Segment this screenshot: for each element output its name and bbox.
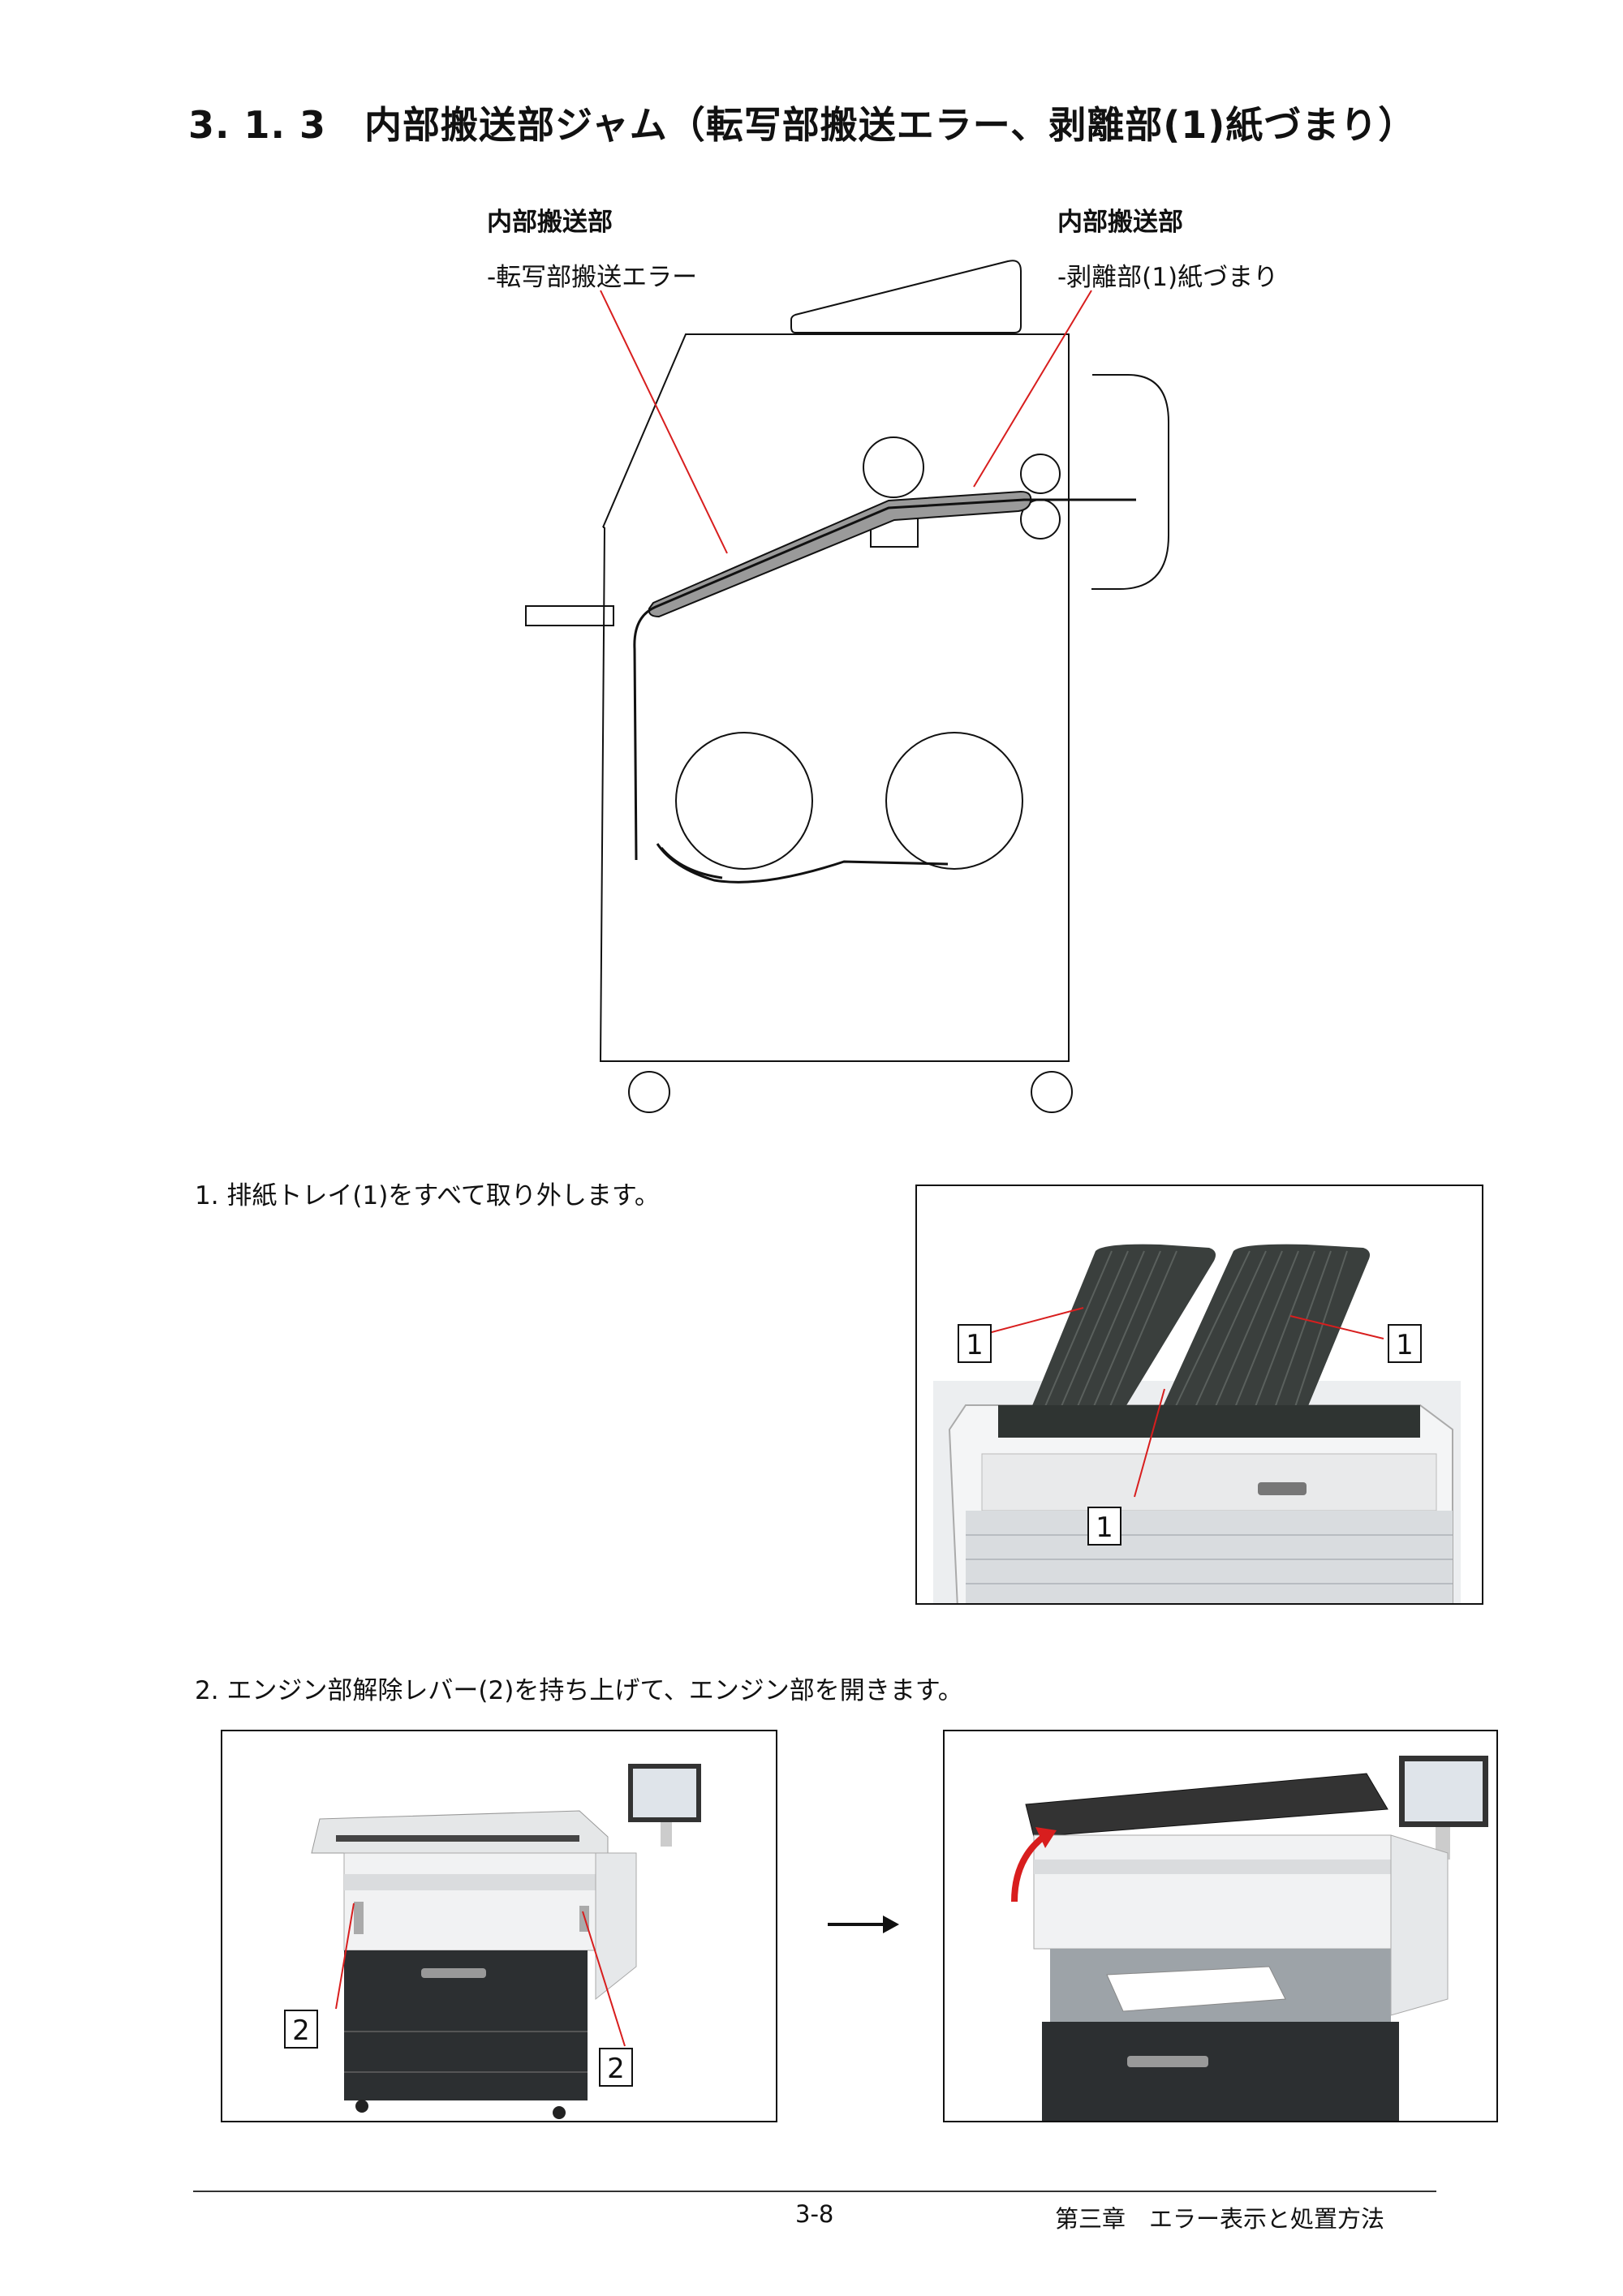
chapter-title: 第三章 エラー表示と処置方法 bbox=[1055, 2205, 1385, 2233]
left-leader-line bbox=[600, 290, 728, 554]
internal-transport-diagram bbox=[525, 260, 1169, 1113]
step-2-text: 2. エンジン部解除レバー(2)を持ち上げて、エンジン部を開きます。 bbox=[195, 1676, 963, 1705]
step-1-photo: 1 1 1 bbox=[915, 1185, 1483, 1605]
paper-roll-right bbox=[885, 732, 1023, 870]
caster-right bbox=[1031, 1071, 1073, 1113]
callout-tray-center: 1 bbox=[1087, 1507, 1121, 1546]
page-number: 3-8 bbox=[795, 2200, 834, 2228]
machine-body-outline bbox=[599, 333, 1070, 1062]
left-label-heading: 内部搬送部 bbox=[487, 208, 613, 237]
section-title: 3. 1. 3 内部搬送部ジャム（転写部搬送エラー、剥離部(1)紙づまり） bbox=[188, 103, 1417, 147]
upper-tray-outline bbox=[790, 260, 1022, 333]
callout-tray-left: 1 bbox=[958, 1324, 992, 1363]
exit-roller-top bbox=[1020, 454, 1061, 494]
paper-roll-left bbox=[675, 732, 813, 870]
callout-lever-right: 2 bbox=[599, 2048, 633, 2087]
right-cover-outline bbox=[1091, 374, 1169, 590]
paper-path-line bbox=[633, 498, 1136, 861]
upper-roller bbox=[863, 436, 924, 498]
paper-feed-curve bbox=[656, 843, 949, 884]
step-2-photo-open bbox=[943, 1730, 1498, 2122]
left-tray-slot bbox=[525, 605, 614, 626]
right-label-heading: 内部搬送部 bbox=[1057, 208, 1183, 237]
right-arrow-icon bbox=[828, 1915, 899, 1933]
right-leader-line bbox=[973, 290, 1092, 488]
caster-left bbox=[628, 1071, 670, 1113]
callout-tray-right: 1 bbox=[1388, 1324, 1422, 1363]
transport-path-band bbox=[648, 490, 1032, 618]
left-label-detail: -転写部搬送エラー bbox=[487, 263, 698, 292]
step-1-text: 1. 排紙トレイ(1)をすべて取り外します。 bbox=[195, 1181, 660, 1210]
step-2-photo-closed: 2 2 bbox=[221, 1730, 777, 2122]
callout-lever-left: 2 bbox=[284, 2010, 318, 2049]
footer-divider bbox=[193, 2191, 1436, 2192]
right-label-detail: -剥離部(1)紙づまり bbox=[1057, 263, 1279, 292]
